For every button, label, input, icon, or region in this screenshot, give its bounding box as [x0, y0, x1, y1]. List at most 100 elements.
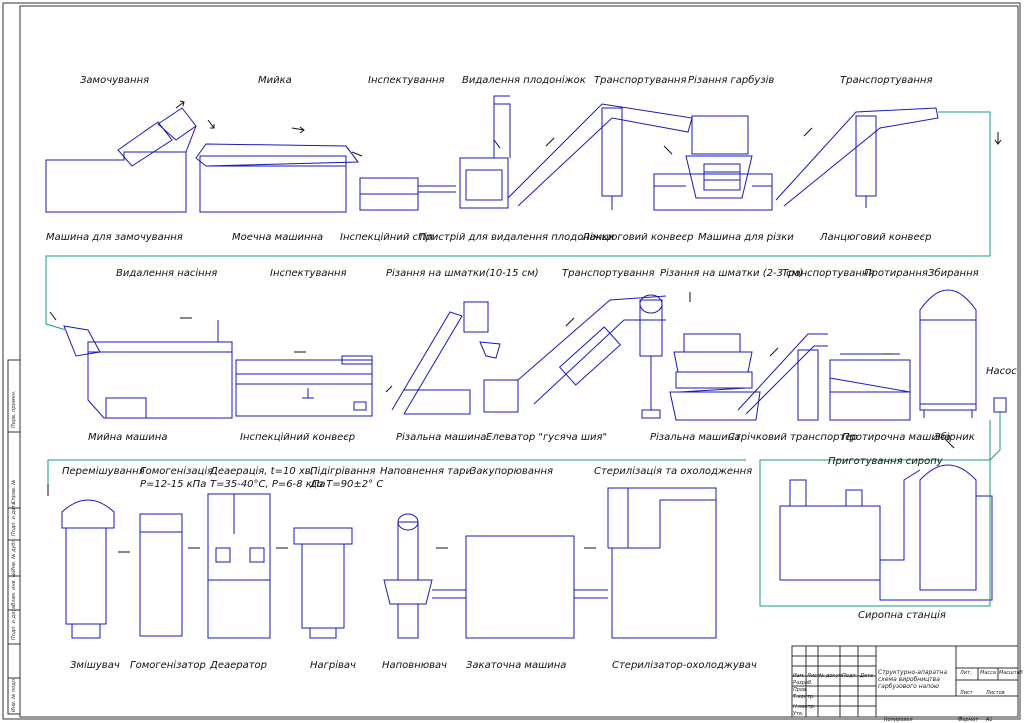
machine-label-seamer: Закаточна машина: [466, 660, 567, 671]
op-label-homogenization-pressure: P=12-15 кПа: [140, 479, 207, 490]
washing-machine-shape: [196, 144, 358, 212]
op-label-capping: Закупорювання: [470, 466, 554, 477]
op-label-washing: Мийка: [258, 75, 292, 86]
op-label-transport-2: Транспортування: [840, 75, 933, 86]
machine-label-heater: Нагрівач: [310, 660, 356, 671]
soaking-machine-shape: [46, 108, 196, 212]
wiping-machine-shape: [830, 354, 910, 420]
title-format: Формат: [958, 717, 979, 723]
syrup-station-label: Сиропна станція: [858, 610, 946, 621]
title-description-3: гарбузового напою: [878, 683, 939, 690]
title-description-2: схема виробництва: [878, 676, 940, 683]
filler-shape: [384, 514, 432, 638]
op-label-soaking: Замочування: [80, 75, 150, 86]
machine-label-collector: Збірник: [934, 432, 975, 443]
cutting-machine-2-shape: [392, 302, 500, 414]
title-row-ncontrol: Н.контр.: [793, 704, 816, 710]
machine-label-stem-remover: Пристрій для видалення плодоніжки: [418, 232, 615, 243]
collector-shape: [920, 290, 1006, 418]
machine-label-wiping: Протирочна машина: [842, 432, 951, 443]
title-format-value: А1: [986, 717, 993, 723]
title-col-scale: Масштаб: [999, 670, 1023, 676]
inspection-table-shape: [360, 178, 456, 210]
side-label-4: Инв. № дубл.: [11, 537, 17, 572]
syrup-prep-label: Приготування сиропу: [828, 456, 943, 467]
op-label-transport-3: Транспортування: [562, 268, 655, 279]
machine-label-filler: Наповнювач: [382, 660, 448, 671]
op-label-deaeration: Деаерація, t=10 хв,: [210, 466, 314, 477]
side-label-5: Взам. инв. №: [11, 572, 17, 606]
title-row-approved: Утв.: [793, 711, 804, 717]
machine-label-seed-washer: Мийна машина: [88, 432, 168, 443]
machine-label-sterilizer: Стерилізатор-охолоджувач: [612, 660, 757, 671]
mixer-shape: [62, 500, 114, 638]
title-row-date: Дата: [860, 673, 873, 679]
flow-arrows: [48, 101, 1001, 552]
op-label-heating-temp: до T=90±2° C: [310, 479, 384, 490]
machine-label-belt-conveyor: Стрічковий транспортер: [728, 432, 858, 443]
title-col-mass: Масса: [980, 670, 996, 676]
machine-label-cutting-2: Різальна машина: [396, 432, 487, 443]
machine-label-cutting-3: Різальна машина: [650, 432, 741, 443]
op-label-cut-2-3: Різання на шматки (2-3 см): [660, 268, 804, 279]
heater-shape: [294, 528, 352, 638]
machine-label-mixer: Змішувач: [70, 660, 120, 671]
pump-label: Насос: [986, 366, 1017, 377]
side-label-2: Справ. №: [11, 479, 17, 504]
title-block: [792, 646, 1018, 717]
op-label-seed-removal: Видалення насіння: [116, 268, 218, 279]
op-label-sterilization: Стерилізація та охолодження: [594, 466, 753, 477]
title-row-tcontrol: Т.контр.: [793, 694, 815, 700]
op-label-inspection: Інспектування: [368, 75, 445, 86]
op-label-filling: Наповнення тари: [380, 466, 472, 477]
title-description-1: Структурно-апаратна: [878, 669, 948, 676]
chain-conveyor-2-shape: [776, 108, 938, 208]
sterilizer-shape: [608, 488, 716, 638]
title-row-checked: Пров.: [793, 687, 808, 693]
side-stamp: [8, 360, 20, 714]
op-label-wiping: Протирання: [864, 268, 928, 279]
title-sheets: Листов: [986, 690, 1005, 696]
stem-remover-shape: [460, 96, 510, 208]
title-row-doc: № докум.: [819, 673, 844, 679]
inspection-conveyor-shape: [236, 356, 372, 416]
chain-conveyor-1-shape: [508, 104, 692, 210]
seamer-shape: [432, 536, 608, 638]
deaerator-shape: [208, 494, 270, 638]
side-label-7: Инв. № подл.: [11, 677, 17, 713]
title-copied: Копировал: [884, 717, 913, 723]
cutting-machine-shape: [654, 116, 772, 210]
syrup-station-shape: [780, 465, 992, 600]
op-label-inspection-2: Інспектування: [270, 268, 347, 279]
gooseneck-elevator-shape: [484, 295, 666, 418]
op-label-stem-removal: Видалення плодоніжок: [462, 75, 586, 86]
machine-label-inspection-table: Інспекційний стіл: [340, 232, 434, 243]
op-label-deaeration-params: T=35-40°C, P=6-8 кПа: [210, 479, 326, 490]
machine-label-gooseneck: Елеватор "гусяча шия": [486, 432, 608, 443]
machine-label-inspection-conveyor: Інспекційний конвеєр: [240, 432, 356, 443]
title-row-sign: Подп.: [842, 673, 858, 679]
op-label-cut-10-15: Різання на шматки(10-15 см): [386, 268, 539, 279]
machine-label-chain-conveyor-2: Ланцюговий конвеєр: [820, 232, 932, 243]
side-label-6: Подп. и дата: [11, 605, 17, 640]
side-label-3: Подп. и дата: [11, 501, 17, 536]
op-label-heating: Підігрівання: [310, 466, 376, 477]
seed-washer-shape: [64, 320, 232, 418]
op-label-cutting: Різання гарбузів: [688, 75, 775, 86]
machine-label-homogenizer: Гомогенізатор: [130, 660, 206, 671]
title-sheet: Лист: [960, 690, 973, 696]
title-row-list: Лист: [807, 673, 820, 679]
belt-conveyor-shape: [738, 334, 828, 420]
machine-label-deaerator: Деаератор: [210, 660, 268, 671]
machine-label-cutting-machine: Машина для різки: [698, 232, 794, 243]
machine-label-soaking: Машина для замочування: [46, 232, 183, 243]
op-label-homogenization: Гомогенізація: [140, 466, 214, 477]
op-label-collecting: Збирання: [928, 268, 979, 279]
title-row-developed: Разраб.: [793, 680, 813, 686]
op-label-transport-1: Транспортування: [594, 75, 687, 86]
homogenizer-shape: [140, 514, 182, 636]
machine-label-washer: Моечна машинна: [232, 232, 324, 243]
title-row-izm: Изм.: [793, 673, 805, 679]
